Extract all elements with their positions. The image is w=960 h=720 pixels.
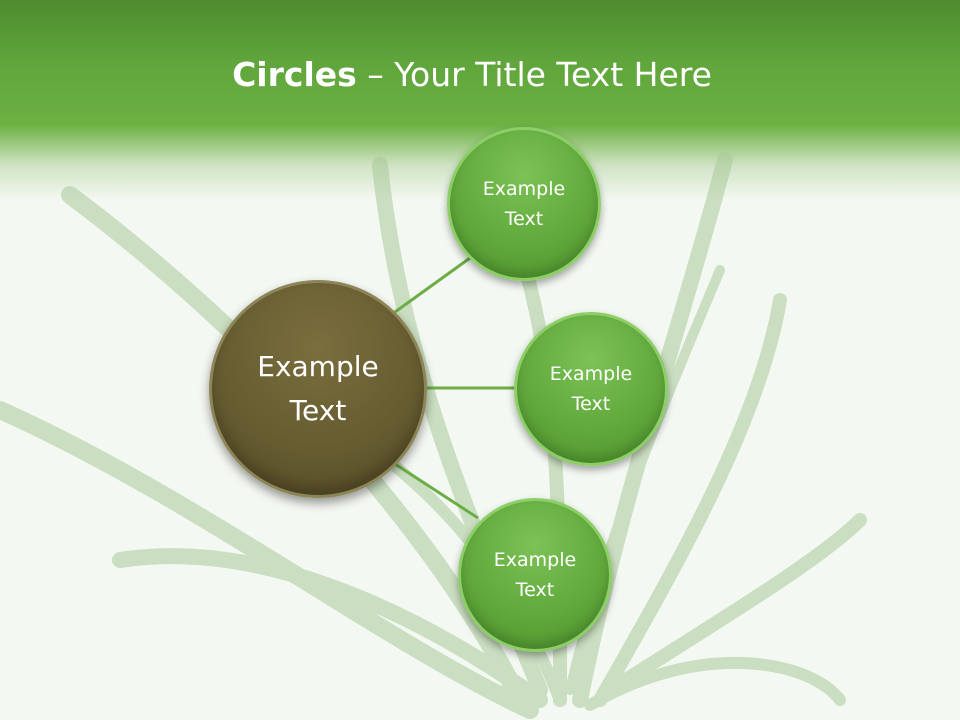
satellite-circle-top: Example Text: [447, 127, 601, 281]
satellite-label-bottom: Example Text: [493, 549, 577, 601]
satellite-circle-middle: Example Text: [514, 312, 668, 466]
title-rest: – Your Title Text Here: [356, 55, 712, 94]
satellite-label-top: Example Text: [482, 178, 566, 230]
slide-title: Circles – Your Title Text Here: [0, 52, 944, 98]
connector-top: [394, 256, 471, 314]
center-circle: Example Text: [209, 280, 427, 498]
connector-bottom: [394, 462, 479, 520]
satellite-circle-bottom: Example Text: [458, 498, 612, 652]
satellite-label-middle: Example Text: [549, 363, 633, 415]
title-bold: Circles: [232, 55, 357, 94]
center-circle-label: Example Text: [257, 350, 379, 427]
